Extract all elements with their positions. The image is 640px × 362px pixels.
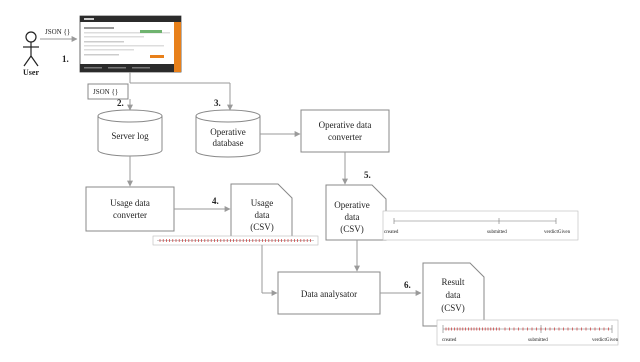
step-1-label: 1.	[62, 54, 69, 64]
user-label: User	[23, 68, 39, 77]
operative-data-csv-label-3: (CSV)	[340, 224, 364, 234]
result-timeline-label-verdictgiven: verdictGiven	[592, 338, 619, 343]
operative-database-label-1: Operative	[210, 127, 245, 137]
result-data-timeline-marks	[445, 327, 609, 331]
step-5-label: 5.	[364, 170, 371, 180]
step-6-label: 6.	[404, 280, 411, 290]
usage-data-timeline-marks	[159, 239, 311, 242]
result-data-csv-label-3: (CSV)	[441, 303, 465, 313]
operative-timeline-label-created: created	[384, 230, 399, 235]
result-data-csv-document	[422, 262, 485, 327]
operative-data-converter-label-1: Operative data	[319, 120, 372, 130]
app-screenshot-thumbnail	[79, 15, 182, 73]
user-actor	[23, 31, 39, 67]
step-3-label: 3.	[214, 98, 221, 108]
operative-data-csv-label-2: data	[345, 212, 360, 222]
operative-database: Operative database	[195, 109, 261, 158]
usage-data-timeline	[152, 235, 319, 246]
operative-data-converter-label-2: converter	[328, 132, 362, 142]
json-label-top: JSON {}	[45, 28, 70, 36]
result-data-csv-label-1: Result	[441, 277, 465, 287]
operative-data-timeline: created submitted verdictGiven	[382, 210, 579, 241]
operative-timeline-label-verdictgiven: verdictGiven	[544, 230, 571, 235]
operative-database-label-2: database	[213, 138, 244, 148]
server-log-label: Server log	[111, 131, 149, 141]
result-timeline-label-created: created	[442, 338, 457, 343]
operative-timeline-label-submitted: submitted	[487, 230, 507, 235]
json-label-mid: JSON {}	[93, 88, 118, 96]
operative-data-csv-label-1: Operative	[334, 200, 369, 210]
usage-data-converter-label-1: Usage data	[110, 198, 150, 208]
data-analysator-box	[277, 271, 381, 315]
result-data-timeline: created submitted verdictGiven	[436, 319, 619, 346]
step-2-label: 2.	[117, 98, 124, 108]
json-label-mid-box	[87, 83, 129, 100]
result-timeline-label-submitted: submitted	[528, 338, 548, 343]
usage-data-converter-label-2: converter	[113, 210, 147, 220]
usage-data-csv-label-1: Usage	[251, 198, 274, 208]
data-analysator-label: Data analysator	[301, 289, 357, 299]
server-log-database: Server log	[97, 109, 163, 157]
usage-data-csv-label-3: (CSV)	[250, 222, 274, 232]
usage-data-csv-document	[230, 183, 293, 239]
usage-data-converter-box	[85, 186, 175, 232]
step-4-label: 4.	[212, 196, 219, 206]
result-data-csv-label-2: data	[446, 290, 461, 300]
usage-data-csv-label-2: data	[255, 210, 270, 220]
operative-data-converter-box	[300, 109, 390, 153]
